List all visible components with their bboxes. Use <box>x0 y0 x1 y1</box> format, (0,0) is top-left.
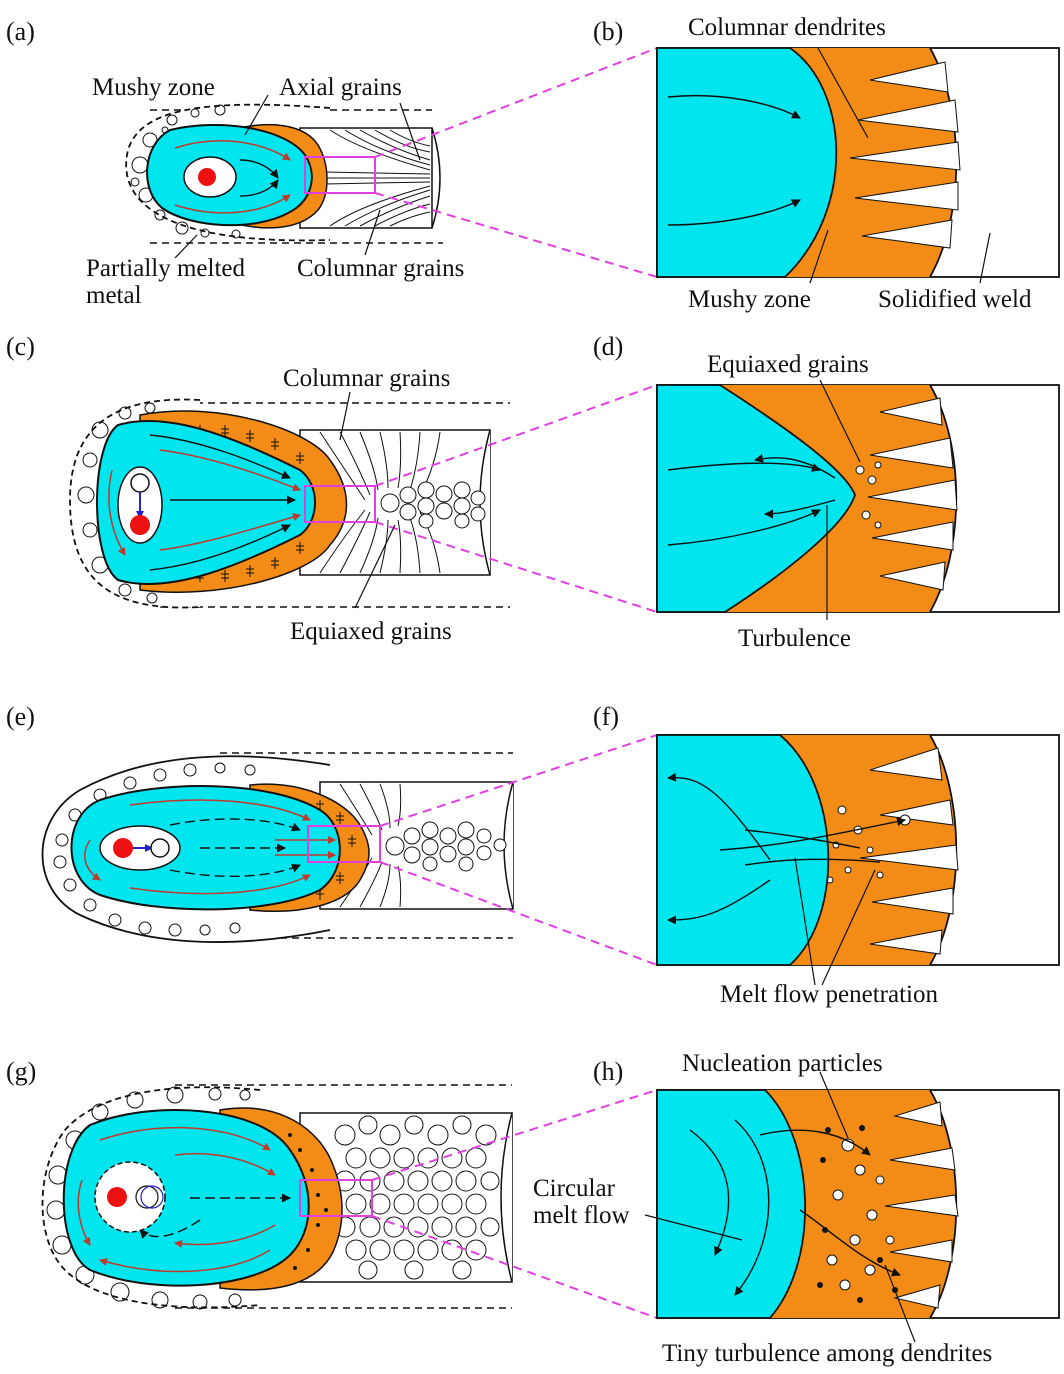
label-d-turbulence: Turbulence <box>738 625 851 652</box>
label-a-axial-grains: Axial grains <box>279 74 402 101</box>
melt-region-f <box>657 735 828 965</box>
label-b-columnar-dendrites: Columnar dendrites <box>688 14 886 41</box>
label-a-partially-melted-1: Partially melted <box>86 255 245 282</box>
panel-b: (b) Columnar dendrites Mushy zone Solidi… <box>593 14 1059 313</box>
panel-d-letter: (d) <box>593 332 623 361</box>
heat-source-e <box>113 838 133 858</box>
panel-e-letter: (e) <box>6 702 35 731</box>
heat-source-a <box>198 168 216 186</box>
label-c-equiaxed-grains: Equiaxed grains <box>290 618 452 645</box>
panel-a-letter: (a) <box>6 17 35 46</box>
panel-c: (c) <box>6 332 657 645</box>
melt-region-h <box>657 1090 805 1318</box>
label-b-mushy-zone: Mushy zone <box>688 286 811 313</box>
panel-e: (e) <box>6 702 657 965</box>
panel-d: (d) Equiaxed grains Turbulence <box>593 332 1059 652</box>
heat-source-c <box>130 515 150 535</box>
panel-b-letter: (b) <box>593 17 623 46</box>
label-d-equiaxed-grains: Equiaxed grains <box>707 351 869 378</box>
panel-c-letter: (c) <box>6 332 35 361</box>
panel-h: (h) Nucleation particle <box>533 1050 1059 1367</box>
label-h-tiny-turbulence: Tiny turbulence among dendrites <box>662 1340 992 1367</box>
label-b-solidified-weld: Solidified weld <box>878 286 1032 313</box>
label-f-melt-flow-penetration: Melt flow penetration <box>720 981 938 1008</box>
label-h-circular-1: Circular <box>533 1175 616 1202</box>
label-a-partially-melted-2: metal <box>86 282 142 309</box>
label-a-columnar-grains: Columnar grains <box>297 255 464 282</box>
panel-h-letter: (h) <box>593 1057 623 1086</box>
panel-f: (f) Melt flow penetration <box>593 702 1059 1008</box>
label-h-circular-2: melt flow <box>533 1202 630 1229</box>
label-a-mushy-zone: Mushy zone <box>92 74 215 101</box>
melt-region-b <box>657 48 836 277</box>
label-h-nucleation-particles: Nucleation particles <box>682 1050 883 1077</box>
heat-source-g <box>107 1187 127 1207</box>
panel-f-letter: (f) <box>593 702 619 731</box>
label-c-columnar-grains: Columnar grains <box>283 365 450 392</box>
panel-g-letter: (g) <box>6 1057 36 1086</box>
panel-a: (a) <box>6 17 657 309</box>
